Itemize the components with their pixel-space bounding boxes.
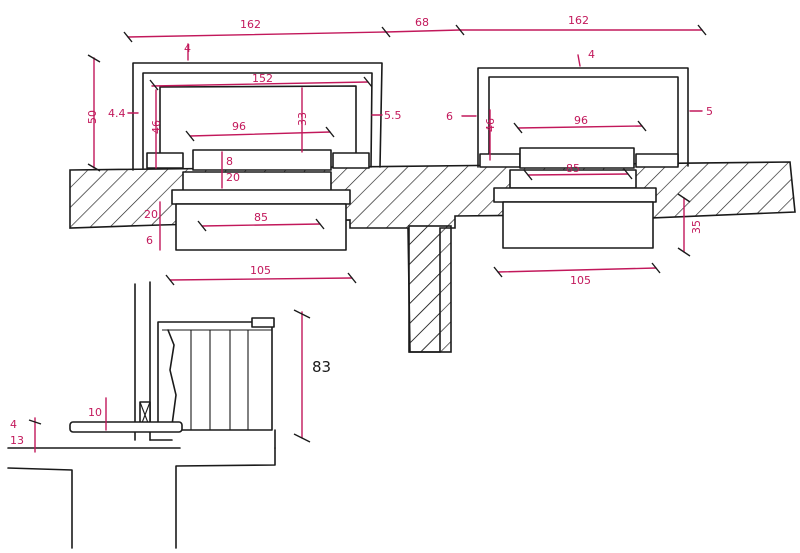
left-opening bbox=[132, 62, 383, 251]
dim-left-cap-height: 33 bbox=[296, 112, 309, 126]
dim-left-height: 50 bbox=[86, 110, 99, 124]
dim-right-frame-top: 4 bbox=[588, 48, 595, 61]
dim-right-base-width: 85 bbox=[566, 162, 580, 175]
wall-column bbox=[408, 225, 452, 353]
dim-right-inner-height: 46 bbox=[484, 118, 497, 132]
dim-top-right-span: 162 bbox=[568, 14, 589, 27]
dim-left-side: 4.4 bbox=[108, 107, 126, 120]
dim-left-base-a: 20 bbox=[144, 208, 158, 221]
dim-right-right-side: 5 bbox=[706, 105, 713, 118]
dim-left-frame-top: 4 bbox=[184, 42, 191, 55]
dim-left-cap-width: 96 bbox=[232, 120, 246, 133]
dim-left-inner-width: 152 bbox=[252, 72, 273, 85]
dim-left-step-b: 20 bbox=[226, 171, 240, 184]
dim-detail-sill-top: 4 bbox=[10, 418, 17, 431]
dim-detail-height: 83 bbox=[312, 358, 331, 376]
dim-left-step-a: 8 bbox=[226, 155, 233, 168]
dim-detail-sill-height: 13 bbox=[10, 434, 24, 447]
dimension-labels: 162 68 162 4 50 4.4 152 5.5 46 96 33 8 2… bbox=[10, 14, 713, 447]
dim-right-side-height: 35 bbox=[690, 220, 703, 234]
dim-right-foot-width: 105 bbox=[570, 274, 591, 287]
dim-left-inner-height: 46 bbox=[150, 120, 163, 134]
dim-left-foot-width: 105 bbox=[250, 264, 271, 277]
dim-left-base-width: 85 bbox=[254, 211, 268, 224]
dim-left-base-b: 6 bbox=[146, 234, 153, 247]
right-opening bbox=[477, 67, 689, 249]
dim-top-left-span: 162 bbox=[240, 18, 261, 31]
dim-left-right-side: 5.5 bbox=[384, 109, 402, 122]
dimension-lines bbox=[28, 24, 707, 453]
dim-right-left-side: 6 bbox=[446, 110, 453, 123]
dim-top-gap: 68 bbox=[415, 16, 429, 29]
detail-section bbox=[7, 281, 276, 549]
dim-right-cap-width: 96 bbox=[574, 114, 588, 127]
dim-detail-step: 10 bbox=[88, 406, 102, 419]
